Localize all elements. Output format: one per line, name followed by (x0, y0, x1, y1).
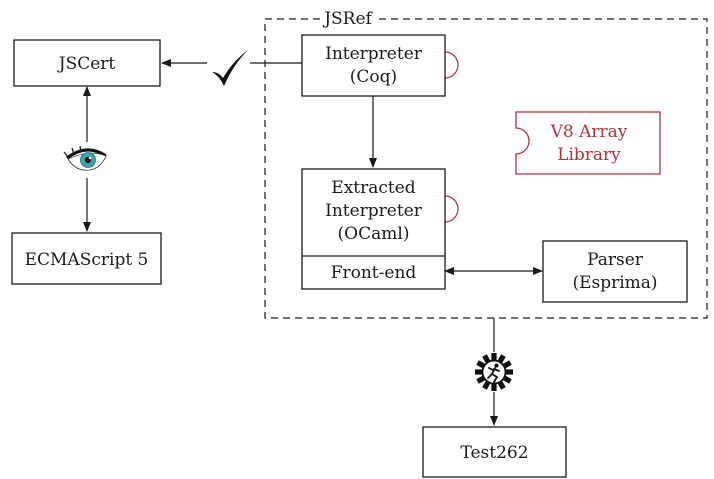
v8-line1: V8 Array (550, 122, 628, 142)
node-v8-array-library: V8 Array Library (515, 111, 661, 175)
v8-plug-outline (515, 111, 661, 175)
connectors (83, 59, 543, 426)
parser-line2: (Esprima) (572, 273, 657, 293)
interpreter-line1: Interpreter (325, 44, 423, 64)
node-parser: Parser (Esprima) (542, 240, 688, 303)
node-interpreter: Interpreter (Coq) (301, 34, 459, 97)
extracted-line2: Interpreter (325, 201, 423, 221)
jsref-label: JSRef (322, 9, 373, 29)
parser-line1: Parser (587, 250, 644, 270)
extracted-socket (444, 195, 459, 223)
node-jscert: JSCert (13, 39, 161, 87)
interpreter-socket (444, 51, 459, 79)
node-extracted: Extracted Interpreter (OCaml) Front-end (301, 168, 459, 290)
ecmascript-label: ECMAScript 5 (25, 250, 149, 270)
interpreter-line2: (Coq) (350, 67, 397, 87)
frontend-label: Front-end (331, 263, 417, 283)
gear-tooth (491, 353, 497, 362)
node-ecmascript: ECMAScript 5 (11, 232, 162, 285)
checkmark-icon (212, 50, 248, 86)
running-gear-icon (475, 353, 513, 391)
node-test262: Test262 (422, 426, 567, 478)
eye-icon (63, 145, 107, 171)
extracted-line3: (OCaml) (338, 224, 410, 244)
jsref-container: JSRef (264, 9, 708, 319)
gear-tooth (491, 382, 497, 391)
jscert-label: JSCert (57, 54, 116, 74)
test262-label: Test262 (460, 443, 528, 463)
extracted-line1: Extracted (331, 178, 416, 198)
v8-line2: Library (557, 145, 621, 165)
